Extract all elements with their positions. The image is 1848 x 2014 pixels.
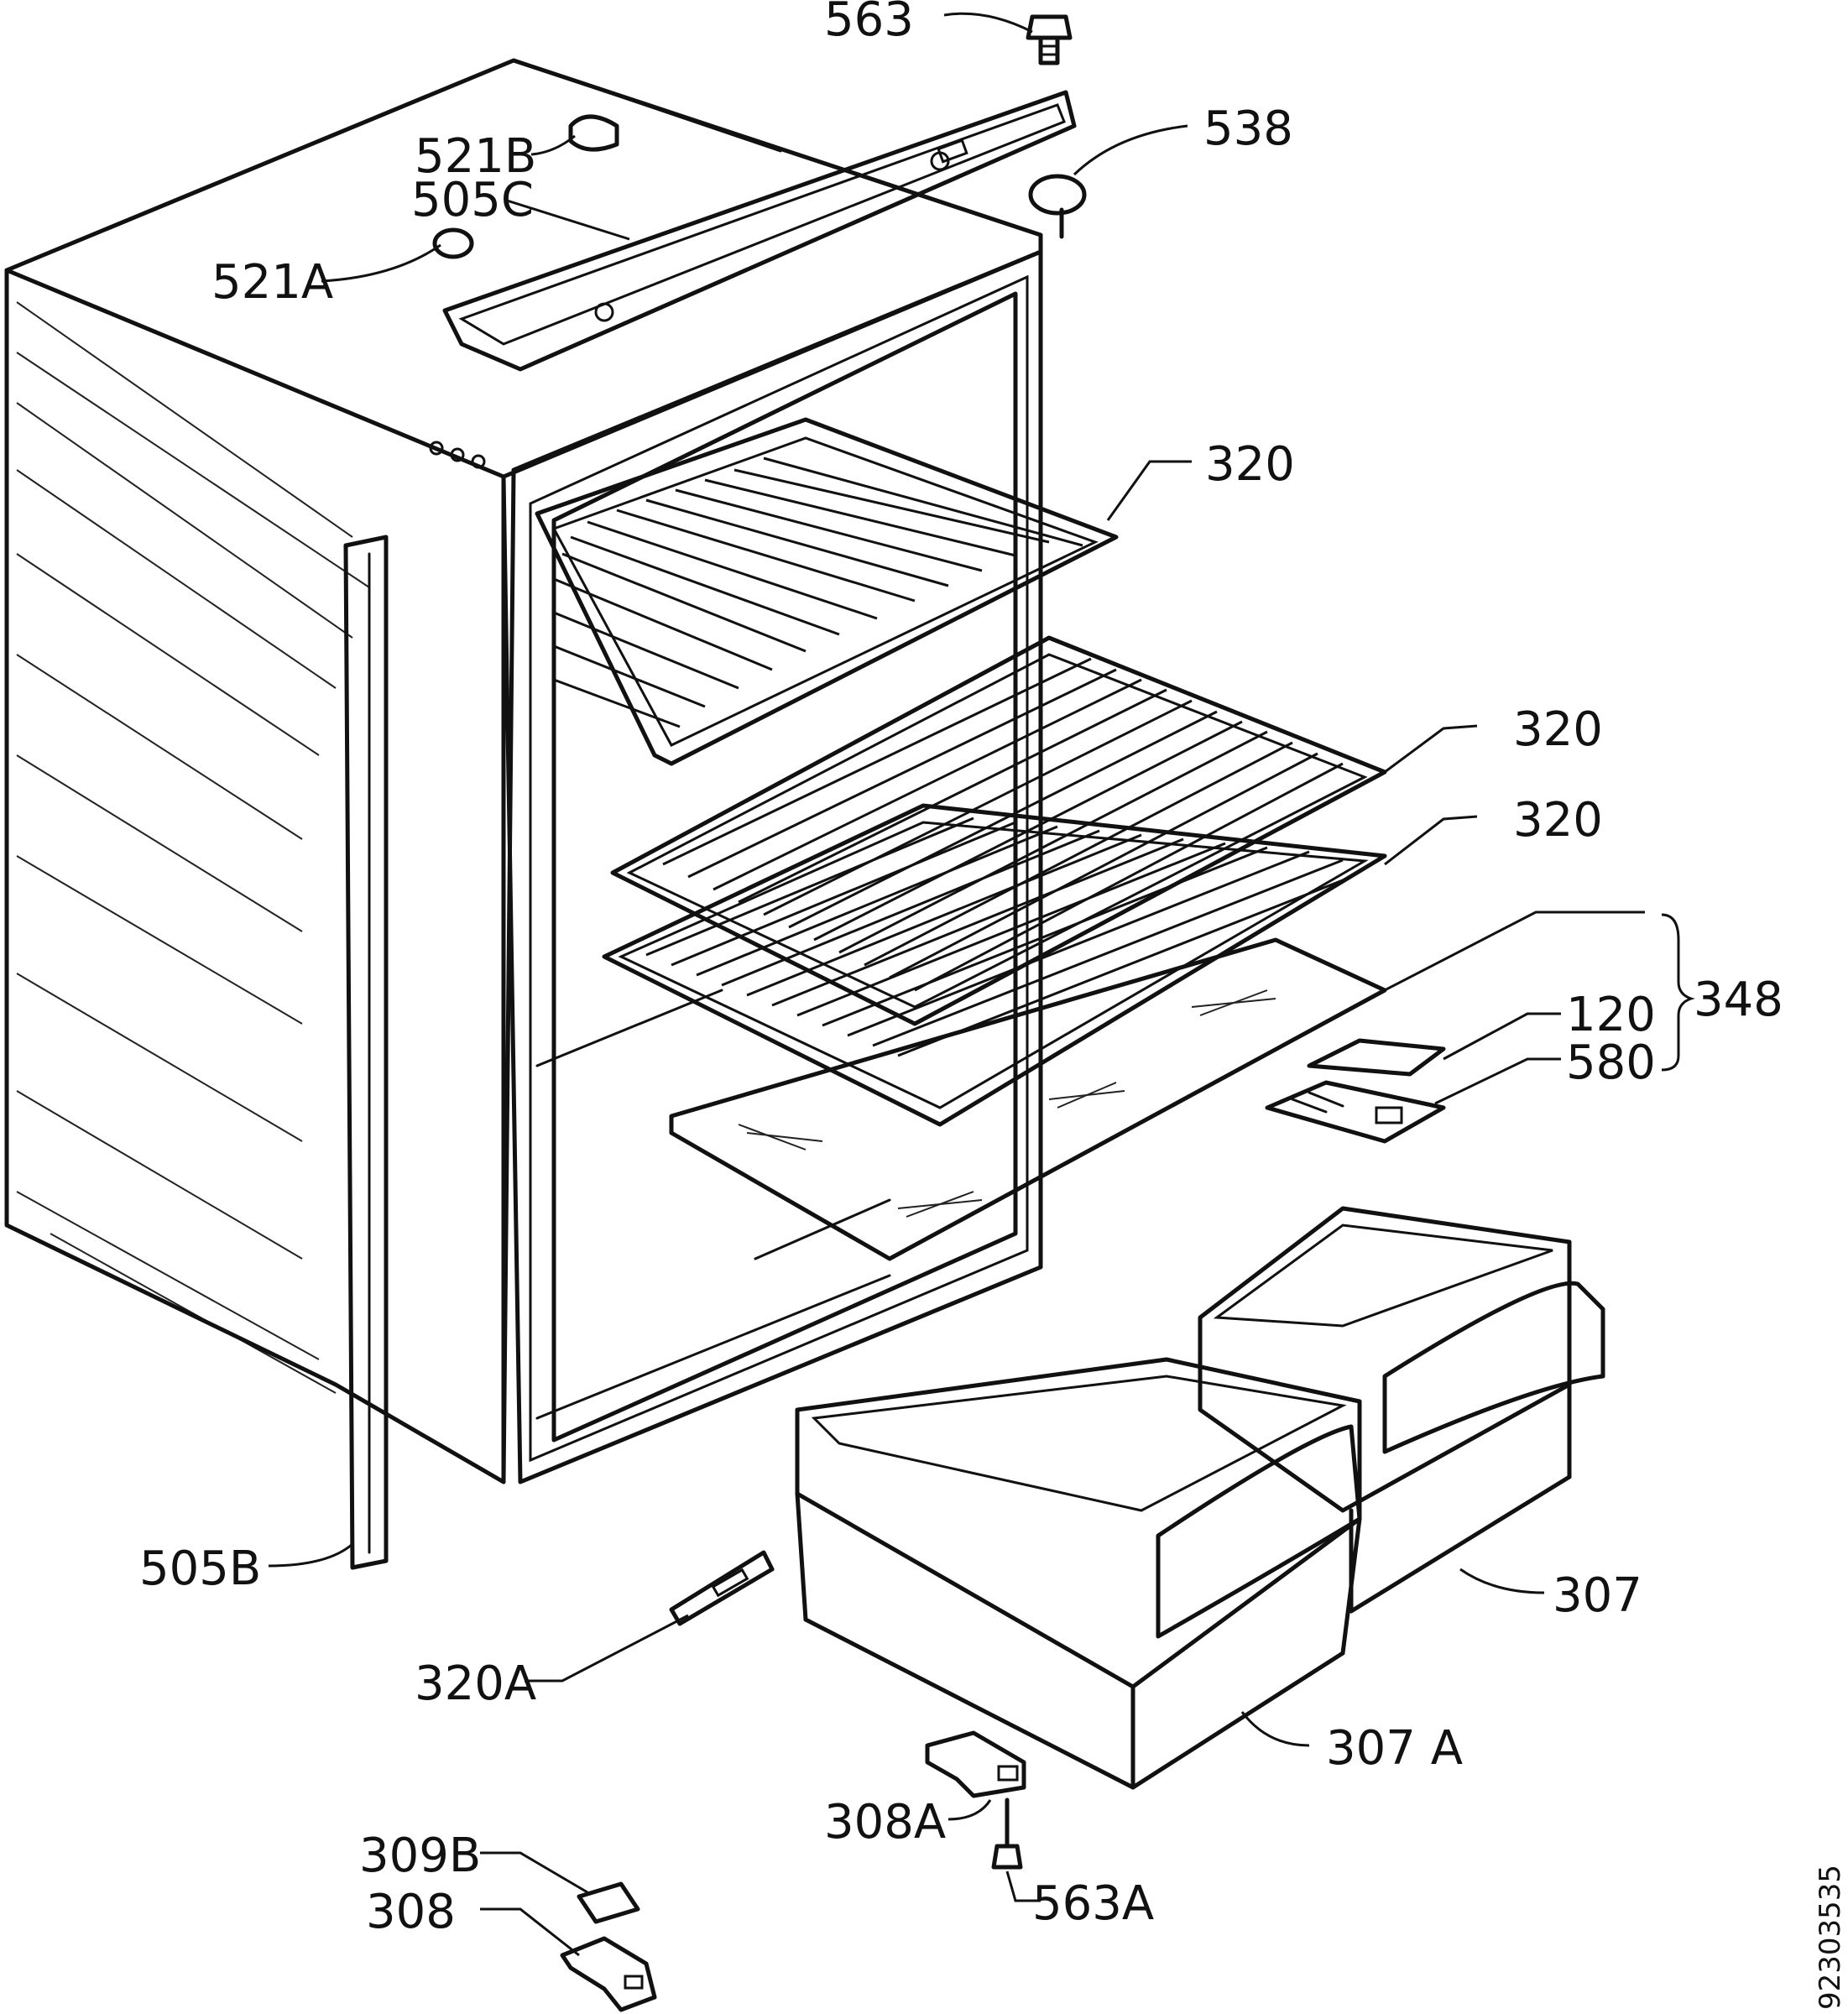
label-320-mid: 320: [1513, 702, 1603, 757]
screw-563: [1026, 14, 1073, 65]
label-538: 538: [1203, 102, 1293, 156]
clip-580: [1265, 1080, 1446, 1144]
shelf-320-middle: [610, 635, 1387, 1026]
label-521a: 521A: [211, 255, 333, 310]
shelf-320-lower: [602, 803, 1387, 1127]
block-309b: [577, 1881, 640, 1924]
label-505b: 505B: [139, 1542, 261, 1596]
cap-521a: [432, 227, 474, 259]
label-320a: 320A: [415, 1657, 536, 1711]
label-307: 307: [1553, 1568, 1642, 1623]
screw-563a: [991, 1797, 1023, 1870]
hinge-pin-538: [1028, 174, 1087, 239]
shelf-320-top: [535, 417, 1119, 766]
cap-521b: [568, 114, 619, 152]
bracket-308a: [925, 1730, 1026, 1798]
drawer-307a: [795, 1357, 1362, 1790]
drawer-307: [1198, 1206, 1605, 1614]
label-521b: 521B: [415, 129, 536, 184]
cabinet-body: [4, 58, 1043, 1484]
rail-320a: [669, 1550, 775, 1626]
crisper-cover-348: [669, 937, 1387, 1261]
label-308: 308: [366, 1885, 456, 1939]
label-308a: 308A: [824, 1795, 946, 1850]
door-seal-strip-505b: [343, 535, 389, 1570]
part-labels: 563 538 521B 505C 521A 320 320 320 348 1…: [139, 0, 1783, 1939]
leader-lines: [268, 12, 1695, 1957]
label-348: 348: [1694, 973, 1783, 1027]
label-307a: 307 A: [1326, 1721, 1463, 1776]
drawing-code: 92303535: [1814, 1865, 1847, 2010]
label-563: 563: [824, 0, 914, 47]
insert-120: [1307, 1038, 1446, 1077]
label-320-low: 320: [1513, 793, 1603, 848]
bracket-308: [560, 1936, 657, 2012]
label-580: 580: [1566, 1036, 1656, 1090]
label-320-top: 320: [1205, 437, 1295, 492]
top-hinge-plate-505c: [442, 90, 1077, 372]
label-309b: 309B: [359, 1829, 481, 1883]
label-563a: 563A: [1032, 1876, 1154, 1931]
label-505c: 505C: [411, 173, 534, 227]
cabinet-side-hatching: [16, 301, 370, 1394]
label-120: 120: [1566, 988, 1656, 1042]
